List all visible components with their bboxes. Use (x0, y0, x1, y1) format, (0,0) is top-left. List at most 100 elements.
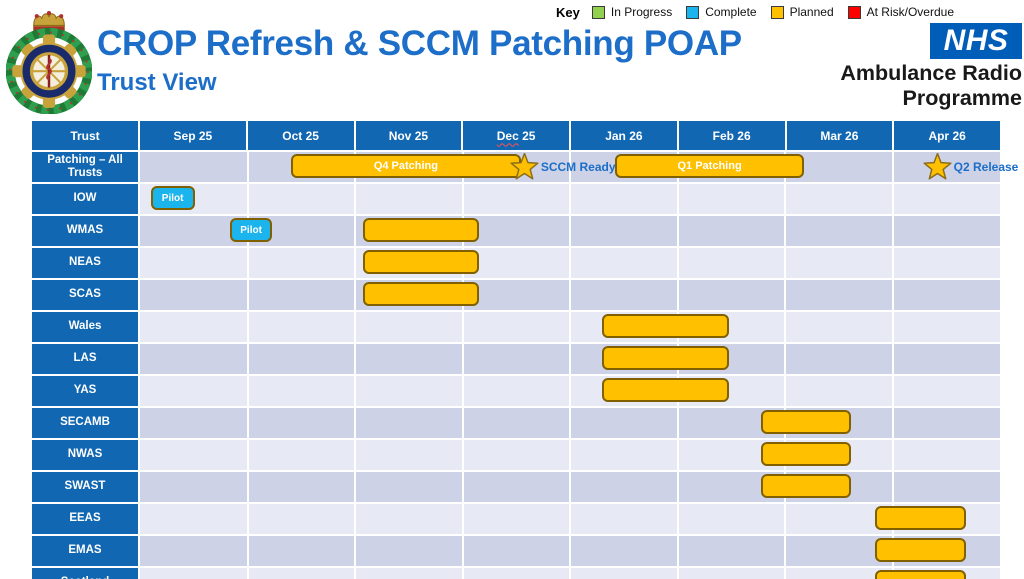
row-timeline (140, 408, 1000, 438)
milestone: SCCM Ready (510, 152, 616, 182)
bar-label: Q1 Patching (677, 160, 742, 172)
column-header-month: Mar 26 (786, 121, 895, 150)
gridline (354, 344, 356, 374)
row-timeline: Pilot (140, 216, 1000, 246)
row-timeline (140, 504, 1000, 534)
gantt-bar (761, 474, 852, 498)
trust-row-label: EEAS (32, 504, 140, 534)
gridline (461, 504, 464, 534)
gridline (676, 504, 679, 534)
gridline (354, 312, 356, 342)
gridline (354, 504, 356, 534)
gridline (354, 472, 356, 502)
table-row: SWAST (32, 472, 1000, 504)
gridline (461, 568, 464, 579)
gridline (891, 216, 894, 246)
gridline (784, 248, 786, 278)
gridline (569, 152, 571, 182)
gridline (354, 536, 356, 566)
row-timeline (140, 312, 1000, 342)
trust-row-label: NEAS (32, 248, 140, 278)
trust-row-label: Scotland (32, 568, 140, 579)
page-subtitle: Trust View (97, 69, 217, 96)
milestone-label: Q2 Release (953, 160, 1019, 174)
gridline (891, 152, 894, 182)
gantt-bar (875, 506, 967, 530)
gridline (784, 216, 786, 246)
gridline (891, 376, 894, 406)
table-row: NWAS (32, 440, 1000, 472)
gridline (891, 184, 894, 214)
gridline (569, 184, 571, 214)
table-row: Wales (32, 312, 1000, 344)
gridline (461, 184, 464, 214)
legend-swatch-at_risk (847, 5, 861, 19)
legend-item: Planned (770, 5, 834, 19)
gridline (569, 536, 571, 566)
gridline (784, 312, 786, 342)
bar-label: Pilot (240, 224, 262, 236)
table-row: EMAS (32, 536, 1000, 568)
gridline (569, 472, 571, 502)
column-header-month: Nov 25 (355, 121, 464, 150)
gridline (569, 344, 571, 374)
gridline (784, 184, 786, 214)
gridline (461, 536, 464, 566)
gantt-bar (362, 250, 480, 274)
column-header-month: Oct 25 (247, 121, 356, 150)
programme-name: Ambulance Radio Programme (702, 61, 1022, 111)
gridline (461, 472, 464, 502)
legend-item-label: Complete (705, 5, 757, 19)
spellcheck-underline: Dec (496, 128, 519, 143)
table-row: LAS (32, 344, 1000, 376)
milestone-star-icon (923, 152, 952, 180)
column-header-month: Apr 26 (894, 121, 1000, 150)
nhs-logo-text: NHS (943, 24, 1009, 57)
gridline (461, 344, 464, 374)
milestone-label: SCCM Ready (540, 160, 616, 174)
gridline (246, 408, 249, 438)
gridline (354, 440, 356, 470)
gridline (676, 536, 679, 566)
gridline (354, 184, 356, 214)
gridline (784, 280, 786, 310)
gridline (569, 568, 571, 579)
legend-swatch-planned (770, 5, 784, 19)
programme-name-line1: Ambulance Radio (840, 61, 1022, 85)
trust-row-label: SWAST (32, 472, 140, 502)
gantt-bar (875, 538, 967, 562)
gridline (891, 408, 894, 438)
gridline (676, 280, 679, 310)
gridline (354, 216, 356, 246)
row-timeline (140, 472, 1000, 502)
legend-swatch-in_progress (591, 5, 605, 19)
gridline (891, 312, 894, 342)
gridline (676, 568, 679, 579)
gantt-bar (602, 378, 729, 402)
table-row: SECAMB (32, 408, 1000, 440)
gantt-bar (761, 442, 852, 466)
column-header-month: Sep 25 (140, 121, 248, 150)
column-header-month: Dec 25 (463, 121, 571, 150)
gridline (676, 248, 679, 278)
legend-item-label: At Risk/Overdue (866, 5, 954, 19)
row-timeline (140, 568, 1000, 579)
table-row: EEAS (32, 504, 1000, 536)
gridline (676, 184, 679, 214)
gridline (784, 536, 786, 566)
gridline (569, 376, 571, 406)
trust-row-label: EMAS (32, 536, 140, 566)
gridline (246, 248, 249, 278)
trust-row-label: IOW (32, 184, 140, 214)
nhs-ambulance-crest-logo (6, 11, 92, 114)
trust-row-label: Wales (32, 312, 140, 342)
gridline (246, 376, 249, 406)
row-timeline (140, 376, 1000, 406)
